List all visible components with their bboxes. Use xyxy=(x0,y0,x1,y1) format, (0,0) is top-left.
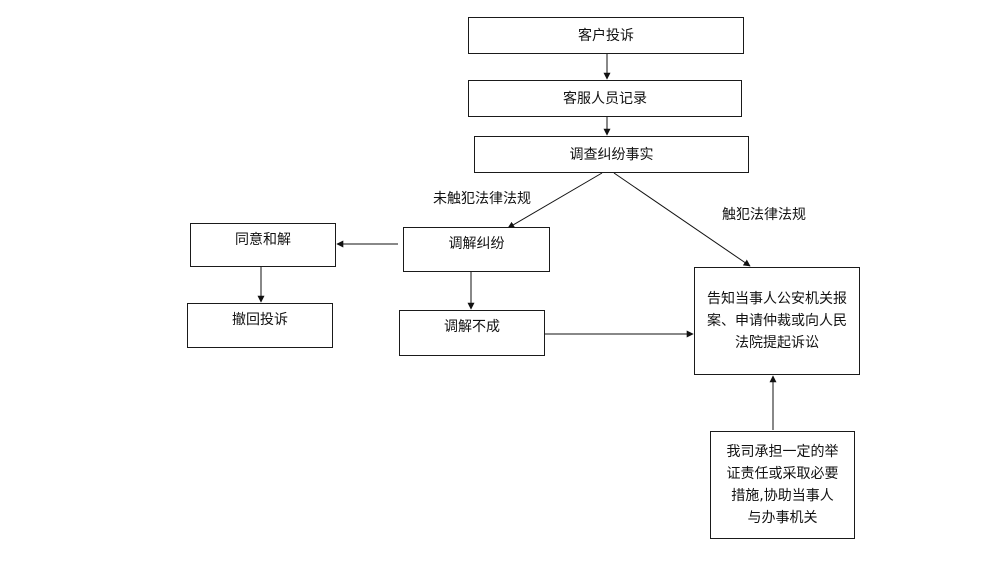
edge-label-no-violation: 未触犯法律法规 xyxy=(433,191,531,207)
node-customer-complaint: 客户投诉 xyxy=(468,17,744,54)
node-company-assist-text: 我司承担一定的举证责任或采取必要措施,协助当事人与办事机关 xyxy=(726,444,839,526)
node-mediate-dispute: 调解纠纷 xyxy=(403,227,550,272)
node-agree-settlement: 同意和解 xyxy=(190,223,336,267)
arrow-investigate-to-inform xyxy=(613,172,751,267)
node-company-assist: 我司承担一定的举证责任或采取必要措施,协助当事人与办事机关 xyxy=(710,431,855,539)
edge-label-violation: 触犯法律法规 xyxy=(722,207,806,223)
node-investigate-facts-text: 调查纠纷事实 xyxy=(569,146,654,163)
node-service-record: 客服人员记录 xyxy=(468,80,742,117)
node-customer-complaint-text: 客户投诉 xyxy=(578,27,634,44)
node-agree-settlement-text: 同意和解 xyxy=(235,232,291,248)
node-inform-parties-text: 告知当事人公安机关报案、申请仲裁或向人民法院提起诉讼 xyxy=(707,291,847,351)
node-mediate-dispute-text: 调解纠纷 xyxy=(448,236,505,252)
arrow-investigate-to-mediate xyxy=(507,172,603,229)
node-investigate-facts: 调查纠纷事实 xyxy=(474,136,749,173)
node-withdraw-complaint: 撤回投诉 xyxy=(187,303,333,348)
node-inform-parties: 告知当事人公安机关报案、申请仲裁或向人民法院提起诉讼 xyxy=(694,267,860,375)
node-withdraw-complaint-text: 撤回投诉 xyxy=(232,312,288,328)
node-mediation-failed: 调解不成 xyxy=(399,310,545,356)
node-service-record-text: 客服人员记录 xyxy=(563,90,647,107)
node-mediation-failed-text: 调解不成 xyxy=(444,319,500,335)
